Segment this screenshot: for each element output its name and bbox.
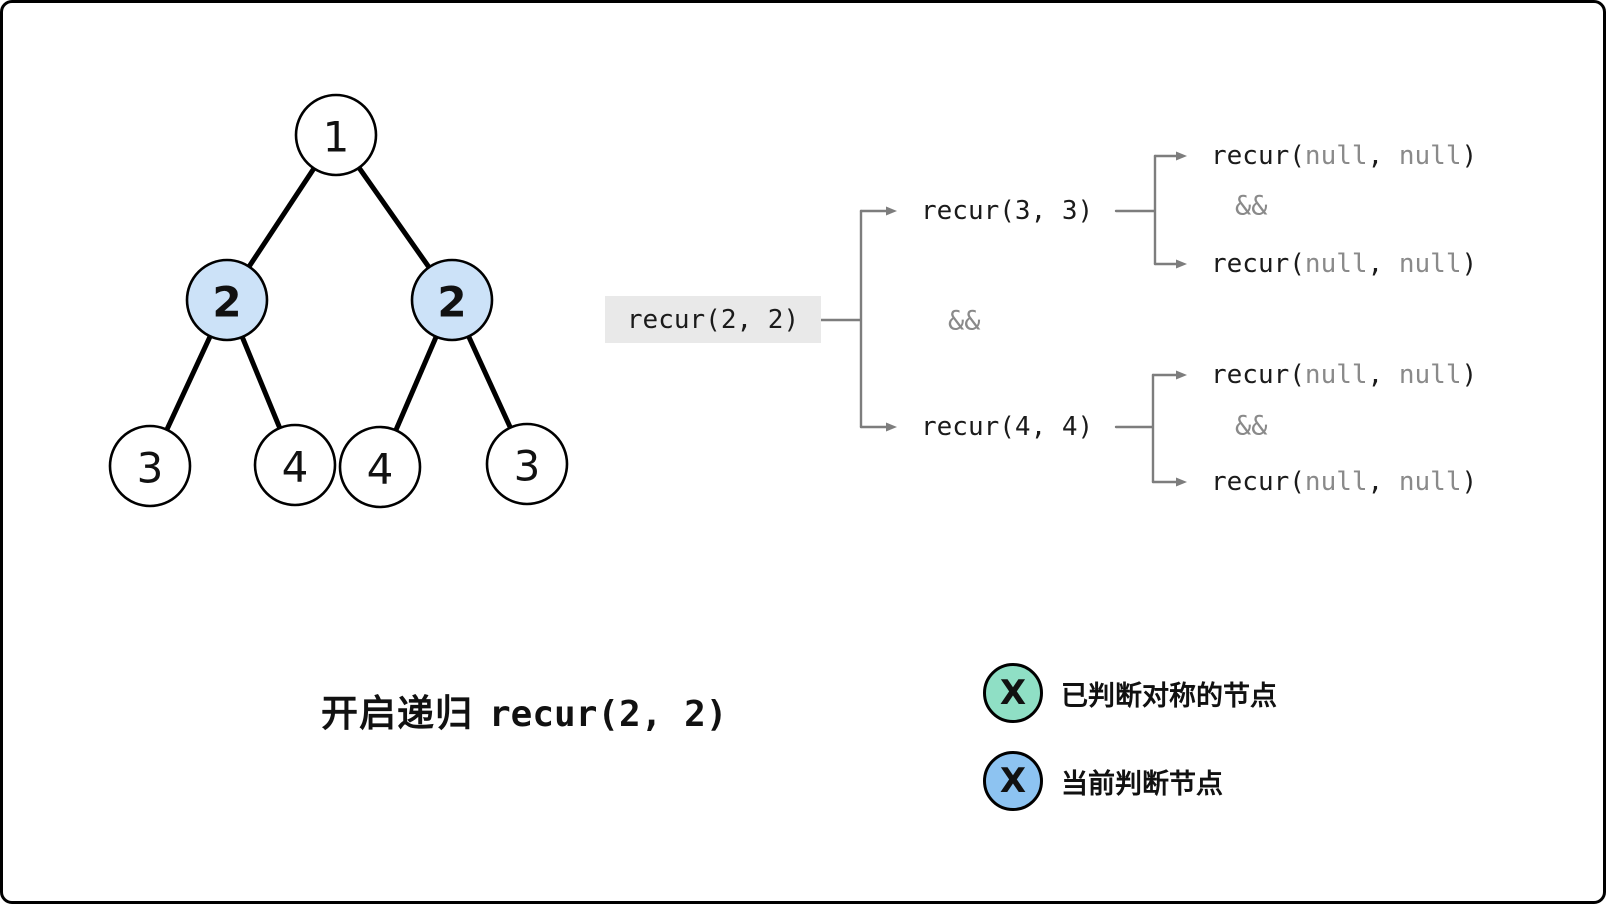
svg-text:1: 1 (323, 113, 350, 162)
root-call-text: recur(2, 2) (626, 304, 800, 335)
and-operator-level1: && (948, 305, 981, 337)
call-recur-null-1: recur(null, null) (1211, 141, 1478, 171)
and-operator-sub1: && (1235, 190, 1268, 222)
caption-chinese-text: 开启递归 (321, 692, 473, 735)
svg-text:4: 4 (282, 443, 309, 492)
and-operator-sub2: && (1235, 410, 1268, 442)
legend-item-judged: X 已判断对称的节点 (983, 663, 1277, 723)
current-node-icon: X (983, 751, 1043, 811)
svg-text:2: 2 (212, 278, 241, 327)
caption-code-text: recur(2, 2) (489, 694, 728, 735)
legend-label-judged: 已判断对称的节点 (1061, 680, 1277, 712)
tree-node-3: 3 (485, 422, 569, 506)
tree-node-4: 4 (338, 425, 422, 509)
tree-node-1: 1 (294, 93, 378, 177)
binary-tree-figure: 1 2 2 3 4 4 3 (108, 93, 569, 509)
bracket-root (819, 209, 863, 429)
caption: 开启递归 recur(2, 2) (321, 683, 727, 737)
root-call-box: recur(2, 2) (605, 296, 821, 343)
call-recur-4-4: recur(4, 4) (921, 412, 1094, 442)
bracket-recur44 (1114, 373, 1155, 484)
call-recur-null-2: recur(null, null) (1211, 249, 1478, 279)
svg-text:3: 3 (514, 442, 541, 491)
legend-label-current: 当前判断节点 (1061, 768, 1223, 800)
call-recur-null-3: recur(null, null) (1211, 360, 1478, 390)
tree-node-2: 2 (410, 258, 494, 342)
call-recur-3-3: recur(3, 3) (921, 196, 1094, 226)
call-recur-null-4: recur(null, null) (1211, 467, 1478, 497)
tree-node-2: 2 (185, 258, 269, 342)
svg-text:4: 4 (367, 445, 394, 494)
tree-node-4: 4 (253, 423, 337, 507)
legend-item-current: X 当前判断节点 (983, 751, 1223, 811)
svg-text:2: 2 (437, 278, 466, 327)
tree-node-3: 3 (108, 424, 192, 508)
judged-node-icon: X (983, 663, 1043, 723)
recursion-connector-lines (819, 151, 1187, 487)
bracket-recur33 (1114, 154, 1157, 266)
svg-text:3: 3 (137, 444, 164, 493)
